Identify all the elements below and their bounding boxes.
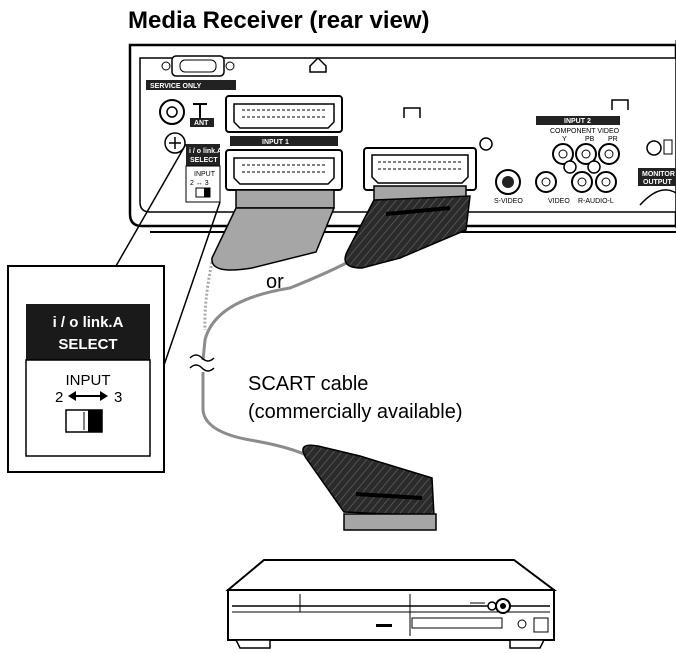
gray-scart-plug — [211, 189, 336, 271]
callout-input-label: INPUT — [66, 372, 111, 389]
callout-num-right: 3 — [114, 389, 122, 406]
panel-select-line1: i / o link.A — [189, 148, 222, 155]
input-slide-switch[interactable] — [65, 409, 103, 433]
component-video-label: COMPONENT VIDEO — [550, 128, 620, 135]
r-audio-l-label: R-AUDIO-L — [578, 198, 614, 205]
callout-header-line2: SELECT — [58, 336, 117, 353]
panel-link-select: i / o link.A SELECT INPUT 2 ↔ 3 — [185, 144, 222, 203]
y-label: Y — [562, 136, 567, 143]
input1-scart-upper: INPUT 1 — [225, 95, 343, 146]
av-jacks-section: S-VIDEO VIDEO R-AUDIO-L MONITOR OUTPUT — [479, 137, 676, 206]
input2-scart — [363, 147, 477, 191]
service-only-label: SERVICE ONLY — [150, 83, 202, 90]
panel-select-line2: SELECT — [190, 157, 218, 164]
ant-label: ANT — [194, 120, 209, 127]
dark-scart-plug-top — [344, 185, 471, 269]
pb-label: PB — [585, 136, 595, 143]
component-video-section: INPUT 2 COMPONENT VIDEO Y PB PR — [536, 116, 673, 165]
cable-label-line2: (commercially available) — [248, 401, 463, 423]
panel-input-nums: 2 ↔ 3 — [190, 180, 209, 187]
video-label: VIDEO — [548, 198, 570, 205]
bracket-icon — [611, 99, 629, 110]
bracket-icon — [309, 56, 327, 73]
page-title: Media Receiver (rear view) — [128, 7, 430, 34]
panel-input-label: INPUT — [194, 171, 216, 178]
cable-label-line1: SCART cable — [248, 373, 368, 395]
monitor-output-line2: OUTPUT — [643, 179, 673, 186]
callout-num-left: 2 — [55, 389, 63, 406]
callout-header-line1: i / o link.A — [53, 314, 124, 331]
input1-scart-lower — [225, 149, 343, 191]
input2-label: INPUT 2 — [564, 118, 591, 125]
or-label: or — [266, 271, 284, 293]
recorder-device — [225, 559, 557, 649]
select-callout: i / o link.A SELECT INPUT 2 3 — [7, 143, 221, 473]
s-video-label: S-VIDEO — [494, 198, 523, 205]
bracket-icon — [403, 107, 421, 118]
input1-label: INPUT 1 — [262, 139, 289, 146]
antenna-jack: ANT — [159, 99, 214, 154]
pr-label: PR — [608, 136, 618, 143]
service-port: SERVICE ONLY — [146, 55, 236, 90]
media-receiver-rear-panel: SERVICE ONLY ANT INPUT 1 — [128, 40, 676, 233]
cable-break-icon — [189, 354, 215, 372]
dark-scart-plug-bottom — [302, 444, 437, 531]
monitor-output-line1: MONITOR — [642, 171, 675, 178]
double-arrow-icon — [68, 391, 108, 401]
